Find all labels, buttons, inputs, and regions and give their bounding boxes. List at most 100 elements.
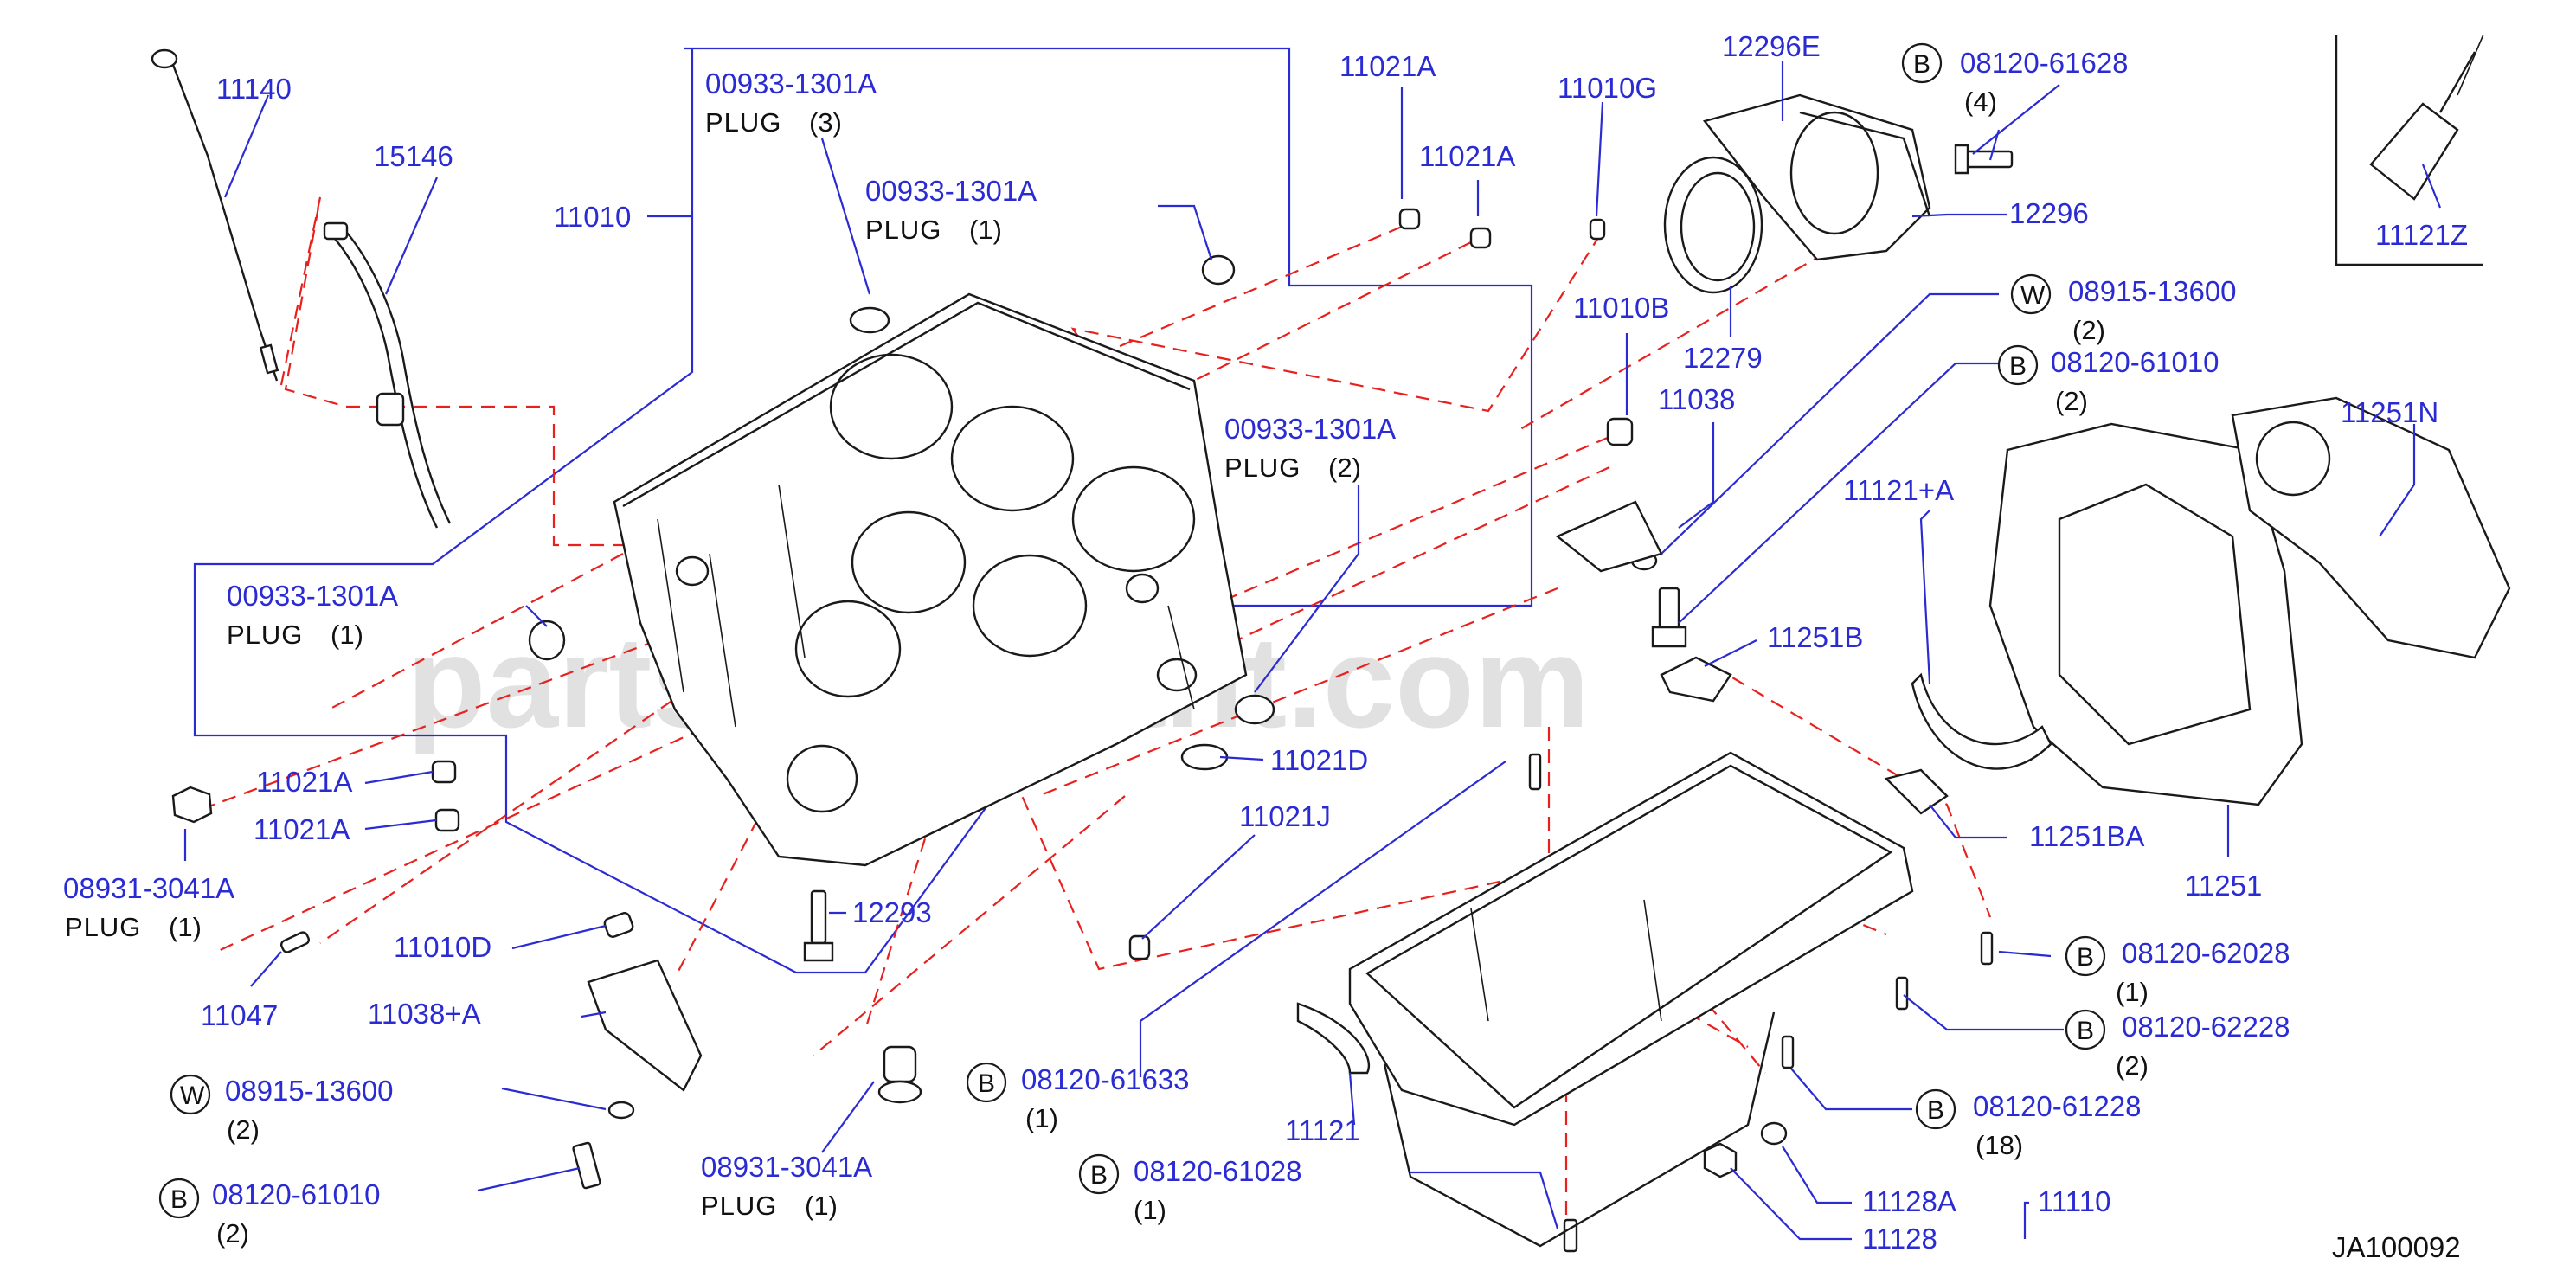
- label-plug-left: PLUG: [227, 620, 303, 650]
- label-12296E: 12296E: [1722, 30, 1821, 62]
- label-08915-left: 08915-13600: [225, 1075, 394, 1107]
- oil-pan-11110: [1296, 751, 1914, 1248]
- rear-plate-11251: [1988, 422, 2303, 806]
- bubble-b-61028-letter: B: [1090, 1161, 1108, 1190]
- bubble-b-62028: [2065, 935, 2106, 977]
- label-plug-right: PLUG: [1224, 453, 1301, 483]
- label-12279: 12279: [1683, 342, 1763, 374]
- bubble-b-62028-letter: B: [2077, 943, 2094, 972]
- label-qty-61010-left: (2): [216, 1218, 249, 1249]
- label-15146: 15146: [374, 140, 453, 172]
- label-11121A: 11121+A: [1843, 474, 1954, 506]
- bubble-b-61633: [966, 1062, 1007, 1103]
- label-qty-08915-left: (2): [227, 1114, 260, 1145]
- label-08120-62028: 08120-62028: [2122, 937, 2290, 969]
- label-08120-61028: 08120-61028: [1134, 1155, 1302, 1187]
- label-11251: 11251: [2185, 870, 2262, 902]
- label-qty-61028: (1): [1134, 1195, 1166, 1225]
- label-11128A: 11128A: [1862, 1185, 1956, 1217]
- label-plug-08931-left: PLUG: [65, 912, 141, 942]
- part-labels: 11140 15146 11010 00933-1301A PLUG (3) 0…: [63, 30, 2468, 1263]
- label-00933-left: 00933-1301A: [227, 580, 398, 612]
- parts-drawings: [151, 34, 2511, 1253]
- label-qty-08931-left: (1): [169, 912, 202, 942]
- label-11021D: 11021D: [1270, 744, 1368, 776]
- bubble-b-61628-letter: B: [1913, 50, 1930, 79]
- label-11010: 11010: [554, 201, 631, 233]
- label-11110: 11110: [2038, 1185, 2110, 1217]
- label-11021A-1: 11021A: [1339, 50, 1436, 82]
- bubble-w-right: [2010, 273, 2052, 315]
- label-08915-right: 08915-13600: [2068, 275, 2237, 307]
- label-qty-08931-bottom: (1): [805, 1191, 838, 1221]
- label-08120-61010-right: 08120-61010: [2051, 346, 2219, 378]
- bubble-b-61228-letter: B: [1927, 1096, 1944, 1125]
- label-plug-mid: PLUG: [865, 215, 941, 245]
- label-11251N: 11251N: [2341, 396, 2438, 428]
- label-11038A: 11038+A: [368, 998, 481, 1030]
- label-11021A-2: 11021A: [1419, 140, 1515, 172]
- label-11021A-3: 11021A: [256, 766, 352, 798]
- rear-oil-seal-retainer: [1663, 93, 1931, 294]
- bubble-b-61010-right: [1997, 344, 2039, 386]
- bubble-b-61628: [1901, 42, 1943, 84]
- label-08120-61010-left: 08120-61010: [212, 1178, 381, 1210]
- bubble-w-left: [170, 1074, 211, 1115]
- bubble-b-62228-letter: B: [2077, 1017, 2094, 1045]
- seal-11121A: [1911, 672, 2052, 770]
- label-qty-left: (1): [331, 620, 363, 650]
- bubble-b-61010-left-letter: B: [170, 1185, 188, 1214]
- label-08120-61628: 08120-61628: [1960, 47, 2129, 79]
- label-11121: 11121: [1285, 1114, 1360, 1146]
- label-qty-62028: (1): [2116, 977, 2149, 1007]
- small-plugs: [279, 208, 1634, 960]
- label-qty-61228: (18): [1975, 1130, 2023, 1160]
- leader-lines: [183, 61, 2442, 1241]
- bracket-11251B: [1660, 656, 1949, 815]
- label-qty-61633: (1): [1025, 1103, 1058, 1133]
- bubble-b-61010-left: [158, 1178, 200, 1219]
- label-qty-08915-right: (2): [2072, 315, 2105, 345]
- label-qty-61628: (4): [1964, 87, 1997, 117]
- rear-plate-11251N: [2231, 396, 2511, 659]
- label-plug-top: PLUG: [705, 107, 781, 138]
- label-08120-61228: 08120-61228: [1973, 1090, 2142, 1122]
- label-11010G: 11010G: [1558, 72, 1657, 104]
- label-11010D: 11010D: [394, 931, 491, 963]
- dipstick-11140: [151, 48, 279, 382]
- dipstick-tube-15146: [323, 221, 452, 529]
- label-qty-right: (2): [1328, 453, 1361, 483]
- label-qty-61010-right: (2): [2055, 386, 2088, 416]
- label-11140: 11140: [216, 73, 292, 105]
- label-12296: 12296: [2009, 197, 2089, 229]
- label-08120-61633: 08120-61633: [1021, 1063, 1190, 1095]
- label-08120-62228: 08120-62228: [2122, 1011, 2290, 1043]
- label-08931-bottom: 08931-3041A: [701, 1151, 872, 1183]
- sealant-inset-frame: [2335, 35, 2483, 266]
- label-11010B: 11010B: [1573, 292, 1669, 324]
- label-11251BA: 11251BA: [2029, 820, 2144, 852]
- label-11021J: 11021J: [1239, 800, 1331, 832]
- label-11251B: 11251B: [1767, 621, 1863, 653]
- label-qty-mid: (1): [969, 215, 1002, 245]
- label-00933-right: 00933-1301A: [1224, 413, 1396, 445]
- label-12293: 12293: [852, 896, 932, 928]
- label-qty-top: (3): [809, 107, 842, 138]
- label-08931-left: 08931-3041A: [63, 872, 234, 904]
- bubble-b-61228: [1915, 1088, 1956, 1130]
- block-assembly-outline: [193, 47, 1533, 974]
- bubble-b-61028: [1078, 1153, 1120, 1195]
- label-11047: 11047: [201, 999, 278, 1031]
- cylinder-block: [613, 292, 1248, 867]
- bubble-b-62228: [2065, 1009, 2106, 1050]
- label-11038: 11038: [1658, 383, 1735, 415]
- label-00933-top: 00933-1301A: [705, 67, 877, 100]
- bubble-b-61633-letter: B: [978, 1069, 995, 1098]
- label-qty-62228: (2): [2116, 1050, 2149, 1081]
- label-11128: 11128: [1862, 1223, 1937, 1255]
- label-11121Z: 11121Z: [2375, 219, 2468, 251]
- bubble-w-right-letter: W: [2020, 281, 2046, 310]
- bubble-b-61010-right-letter: B: [2009, 352, 2027, 381]
- sealant-tube-11121Z: [2369, 34, 2484, 201]
